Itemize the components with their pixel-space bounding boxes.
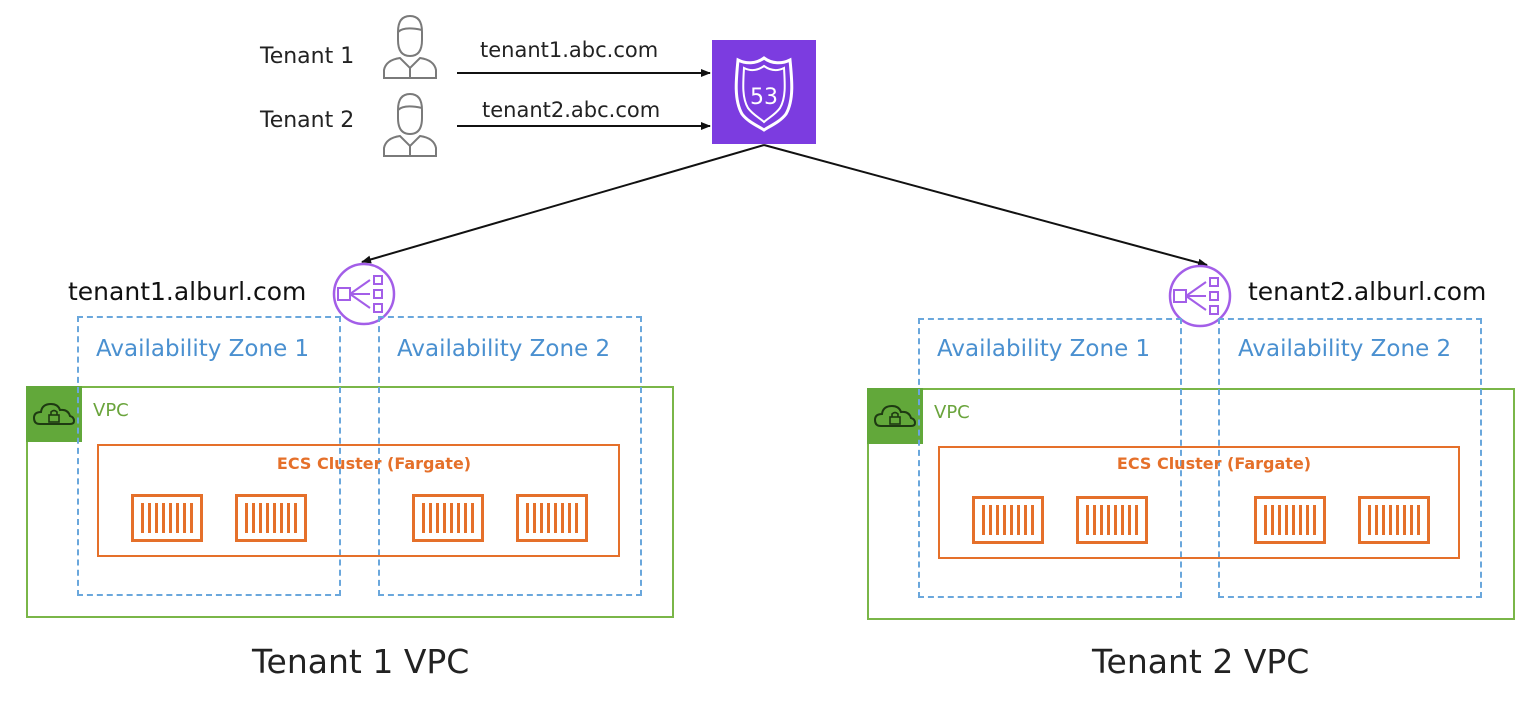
load-balancer-icon <box>1168 264 1232 328</box>
load-balancer-icon <box>332 262 396 326</box>
alb-2-label: tenant2.alburl.com <box>1248 277 1487 306</box>
vpc-label: VPC <box>93 400 129 421</box>
fargate-task-icon <box>412 494 484 542</box>
cloud-lock-icon <box>873 404 917 427</box>
tenant-1-domain-label: tenant1.abc.com <box>480 38 659 62</box>
vpc-container <box>26 386 674 618</box>
vpc-badge <box>26 386 82 442</box>
ecs-cluster-box <box>938 446 1460 559</box>
tenant-2-domain-label: tenant2.abc.com <box>482 98 661 122</box>
user-icon <box>383 92 437 157</box>
fargate-task-icon <box>1358 496 1430 544</box>
availability-zone-1-label: Availability Zone 1 <box>937 336 1151 362</box>
vpc-label: VPC <box>934 402 970 423</box>
tenant-2-vpc-caption: Tenant 2 VPC <box>1092 642 1310 681</box>
fargate-task-icon <box>1254 496 1326 544</box>
vpc-badge <box>867 388 923 444</box>
fargate-task-icon <box>1076 496 1148 544</box>
tenant-2-label: Tenant 2 <box>260 108 355 133</box>
tenant-1-vpc-caption: Tenant 1 VPC <box>252 642 470 681</box>
route53-node: 53 <box>712 40 816 144</box>
ecs-cluster-box <box>97 444 620 557</box>
availability-zone-2-label: Availability Zone 2 <box>1238 336 1452 362</box>
availability-zone-2-box <box>1218 318 1482 598</box>
ecs-cluster-label: ECS Cluster (Fargate) <box>1116 454 1312 473</box>
tenant-1-label: Tenant 1 <box>260 44 355 69</box>
alb-1-label: tenant1.alburl.com <box>68 277 307 306</box>
route53-badge-text: 53 <box>750 85 778 110</box>
cloud-lock-icon <box>32 402 76 425</box>
arrow-route53-to-alb1 <box>361 144 765 264</box>
arrow-route53-to-alb2 <box>763 144 1208 267</box>
vpc-container <box>867 388 1515 620</box>
ecs-cluster-label: ECS Cluster (Fargate) <box>276 454 472 473</box>
fargate-task-icon <box>235 494 307 542</box>
availability-zone-2-box <box>378 316 642 596</box>
availability-zone-1-label: Availability Zone 1 <box>96 336 310 362</box>
route53-icon: 53 <box>734 56 794 132</box>
fargate-task-icon <box>131 494 203 542</box>
availability-zone-2-label: Availability Zone 2 <box>397 336 611 362</box>
fargate-task-icon <box>516 494 588 542</box>
availability-zone-1-box <box>77 316 341 596</box>
fargate-task-icon <box>972 496 1044 544</box>
user-icon <box>383 14 437 79</box>
availability-zone-1-box <box>918 318 1182 598</box>
